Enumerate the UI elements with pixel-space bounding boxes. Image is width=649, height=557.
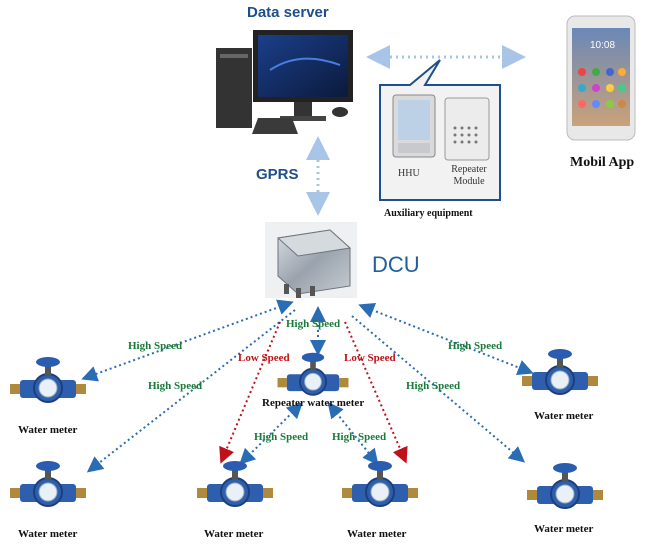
gprs-label: GPRS: [256, 166, 299, 183]
mobil-app-label: Mobil App: [570, 155, 635, 170]
repeater-module-label: Repeater Module: [451, 164, 487, 187]
low-speed-label: Low Speed: [344, 352, 396, 364]
high-speed-label: High Speed: [128, 340, 183, 352]
high-speed-label: High Speed: [448, 340, 503, 352]
water-meter-icon: [196, 460, 274, 507]
auxiliary-callout: [379, 59, 501, 201]
high-speed-label: High Speed: [406, 380, 461, 392]
dcu-label: DCU: [372, 252, 420, 277]
water-meter-icon: [9, 356, 87, 403]
water-meter-label: Water meter: [18, 424, 78, 436]
phone-time: 10:08: [590, 40, 615, 51]
high-speed-label: High Speed: [332, 431, 387, 443]
water-meter-icon: [9, 460, 87, 507]
dcu-links: [81, 299, 534, 473]
data-server-label: Data server: [247, 4, 329, 21]
water-meter-label: Water meter: [347, 528, 407, 540]
water-meter-label: Water meter: [18, 528, 78, 540]
water-meter-icon: [521, 348, 599, 395]
repeater-water-meter-label: Repeater water meter: [262, 397, 365, 409]
high-speed-label: High Speed: [148, 380, 203, 392]
hhu-label: HHU: [398, 168, 420, 179]
auxiliary-equipment-label: Auxiliary equipment: [384, 208, 473, 219]
data-server-icon: [216, 30, 353, 134]
water-meter-icon: [341, 460, 419, 507]
high-speed-label: High Speed: [254, 431, 309, 443]
water-meter-label: Water meter: [204, 528, 264, 540]
water-meter-label: Water meter: [534, 523, 594, 535]
dcu-device-icon: [265, 222, 357, 298]
water-meter-label: Water meter: [534, 410, 594, 422]
low-speed-label: Low Speed: [238, 352, 290, 364]
water-meter-icon: [526, 462, 604, 509]
high-speed-label: High Speed: [286, 318, 341, 330]
mobile-phone-icon: 10:08: [566, 15, 636, 141]
